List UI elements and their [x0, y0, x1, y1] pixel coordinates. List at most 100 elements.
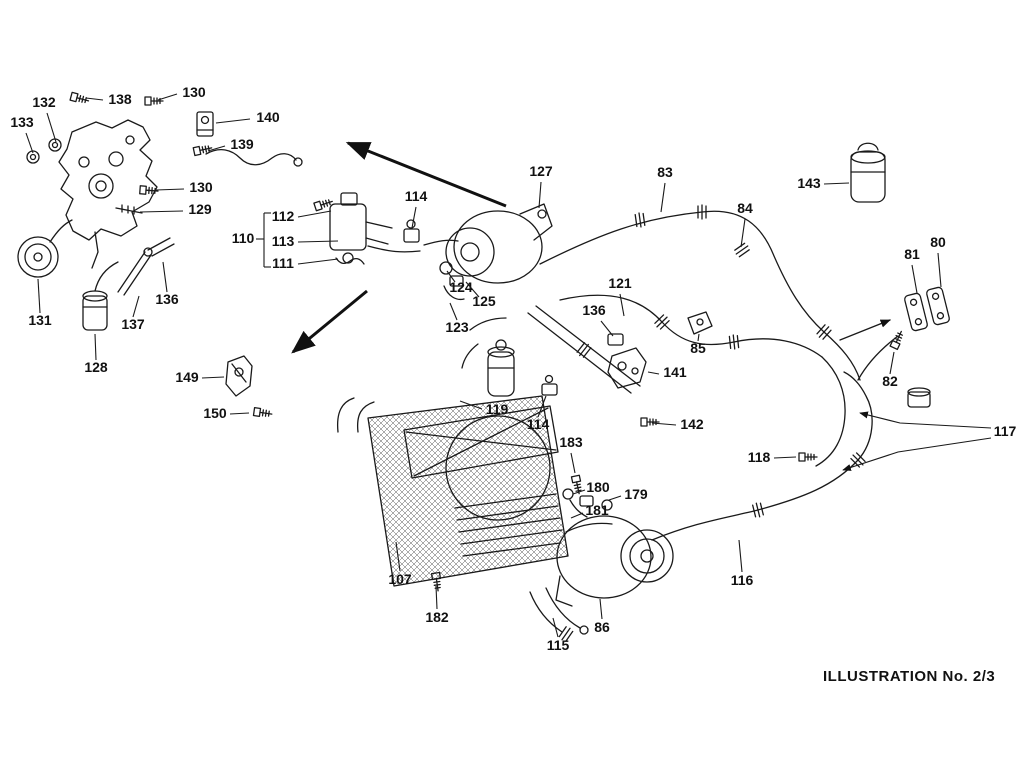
leader-line-114 — [537, 395, 547, 418]
part-label-107: 107 — [388, 571, 412, 587]
leader-line-125 — [465, 281, 480, 298]
part-label-114: 114 — [405, 188, 428, 204]
part-label-130: 130 — [189, 179, 213, 195]
leader-line-127 — [538, 181, 542, 209]
leader-line-121 — [619, 293, 625, 317]
leader-line-113 — [297, 240, 339, 243]
part-label-117: 117 — [994, 423, 1017, 439]
part-label-183: 183 — [559, 434, 583, 450]
leader-line-86 — [599, 598, 603, 620]
leader-line-85 — [697, 333, 700, 342]
illustration-caption: ILLUSTRATION No. 2/3 — [823, 668, 995, 685]
part-label-138: 138 — [108, 91, 132, 107]
part-label-130: 130 — [182, 84, 206, 100]
part-label-149: 149 — [175, 369, 199, 385]
part-label-150: 150 — [203, 405, 227, 421]
part-label-127: 127 — [529, 163, 553, 179]
leader-line-112 — [297, 210, 332, 218]
leader-line-84 — [740, 218, 746, 248]
part-label-182: 182 — [425, 609, 449, 625]
leader-line-137 — [132, 295, 140, 318]
leader-line-131 — [37, 278, 41, 314]
part-label-132: 132 — [32, 94, 56, 110]
part-label-123: 123 — [445, 319, 469, 335]
leader-line-123 — [449, 302, 458, 321]
part-label-80: 80 — [930, 234, 946, 250]
part-label-121: 121 — [608, 275, 632, 291]
leader-line-181 — [570, 512, 584, 519]
direction-arrows — [291, 141, 507, 354]
direction-arrow-icon — [291, 289, 368, 354]
part-label-137: 137 — [121, 316, 145, 332]
part-label-140: 140 — [256, 109, 280, 125]
part-label-85: 85 — [690, 340, 706, 356]
leader-line-114 — [411, 206, 417, 229]
leader-line-81 — [911, 264, 918, 294]
part-label-125: 125 — [472, 293, 496, 309]
part-label-133: 133 — [10, 114, 34, 130]
leader-line-80 — [937, 252, 942, 288]
part-label-115: 115 — [547, 637, 570, 653]
center-fittings-assembly-art — [367, 203, 641, 397]
part-label-86: 86 — [594, 619, 610, 635]
leader-line-130 — [155, 188, 185, 191]
part-label-83: 83 — [657, 164, 673, 180]
part-label-143: 143 — [797, 175, 821, 191]
part-label-139: 139 — [230, 136, 254, 152]
part-label-113: 113 — [272, 233, 295, 249]
part-label-136: 136 — [155, 291, 179, 307]
part-label-128: 128 — [84, 359, 108, 375]
leader-line-132 — [46, 112, 57, 143]
part-label-142: 142 — [680, 416, 704, 432]
leader-line-82 — [889, 351, 895, 375]
part-label-141: 141 — [663, 364, 687, 380]
part-label-110: 110 — [232, 230, 255, 246]
leader-line-180 — [572, 489, 586, 495]
part-label-180: 180 — [586, 479, 610, 495]
receiver-drier-art — [850, 142, 886, 203]
part-label-181: 181 — [585, 502, 609, 518]
leader-line-129 — [139, 210, 184, 213]
part-label-131: 131 — [28, 312, 52, 328]
leader-line-142 — [651, 422, 677, 426]
condenser-art — [336, 395, 589, 643]
leader-line-138 — [85, 97, 104, 101]
leader-line-124 — [446, 270, 456, 283]
part-label-112: 112 — [272, 208, 295, 224]
part-label-82: 82 — [882, 373, 898, 389]
leader-line-183 — [570, 452, 576, 474]
leader-line-116 — [738, 539, 743, 573]
leader-line-139 — [207, 145, 226, 152]
expansion-valve-art — [313, 192, 393, 265]
leader-line-179 — [608, 495, 622, 501]
part-label-179: 179 — [624, 486, 648, 502]
leader-line-107 — [395, 541, 401, 572]
part-label-116: 116 — [731, 572, 754, 588]
part-label-114: 114 — [527, 416, 550, 432]
part-label-136: 136 — [582, 302, 606, 318]
leader-line-136 — [162, 261, 168, 293]
leader-line-140 — [215, 118, 251, 124]
leader-line-117 — [859, 411, 992, 429]
leader-line-130 — [157, 93, 178, 101]
leader-line-111 — [297, 258, 339, 265]
leader-line-150 — [229, 412, 250, 415]
leader-line-119 — [459, 400, 483, 410]
part-label-84: 84 — [737, 200, 753, 216]
part-label-119: 119 — [486, 401, 509, 417]
mount-bracket-assembly-art — [17, 91, 303, 419]
leader-line-141 — [647, 371, 660, 375]
leader-line-83 — [660, 182, 666, 213]
leader-line-118 — [773, 456, 797, 459]
leader-line-115 — [552, 617, 559, 638]
leader-line-133 — [25, 132, 34, 154]
part-label-118: 118 — [748, 449, 771, 465]
leader-line-128 — [94, 333, 97, 361]
leader-line-143 — [823, 182, 850, 185]
leader-line-182 — [435, 585, 438, 610]
part-label-129: 129 — [188, 201, 212, 217]
leader-line-117 — [842, 437, 992, 471]
